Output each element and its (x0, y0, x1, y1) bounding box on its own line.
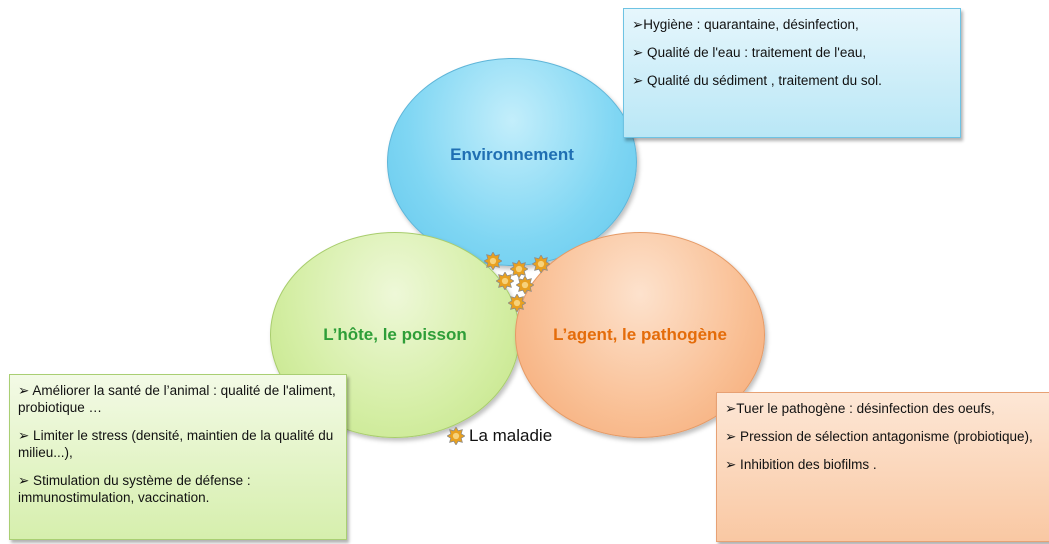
disease-gear-icon (496, 272, 514, 290)
environment-label: Environnement (450, 145, 574, 164)
list-item: ➢ Pression de sélection antagonisme (pro… (725, 429, 1033, 444)
list-item: ➢ Limiter le stress (densité, maintien d… (18, 428, 334, 460)
list-item: ➢ Qualité de l'eau : traitement de l'eau… (632, 45, 867, 60)
list-item: ➢Hygiène : quarantaine, désinfection, (632, 17, 859, 32)
disease-gear-icon (484, 252, 502, 270)
host-measures-box: ➢ Améliorer la santé de l’animal : quali… (9, 374, 347, 540)
legend-label: La maladie (469, 426, 553, 445)
gear-icon (447, 427, 465, 445)
disease-gear-icon (516, 276, 534, 294)
legend: La maladie (447, 426, 552, 446)
disease-gear-icon (510, 260, 528, 278)
list-item: ➢ Qualité du sédiment , traitement du so… (632, 73, 882, 88)
list-item: ➢ Améliorer la santé de l’animal : quali… (18, 383, 336, 415)
disease-gear-icon (508, 294, 526, 312)
agent-label: L’agent, le pathogène (553, 325, 727, 344)
environment-measures-box: ➢Hygiène : quarantaine, désinfection, ➢ … (623, 8, 961, 138)
host-label: L’hôte, le poisson (323, 325, 467, 344)
list-item: ➢ Stimulation du système de défense : im… (18, 473, 251, 505)
disease-gear-icon (532, 255, 550, 273)
list-item: ➢ Inhibition des biofilms . (725, 457, 877, 472)
environment-circle: Environnement (387, 58, 637, 266)
list-item: ➢Tuer le pathogène : désinfection des oe… (725, 401, 995, 416)
agent-measures-box: ➢Tuer le pathogène : désinfection des oe… (716, 392, 1049, 542)
